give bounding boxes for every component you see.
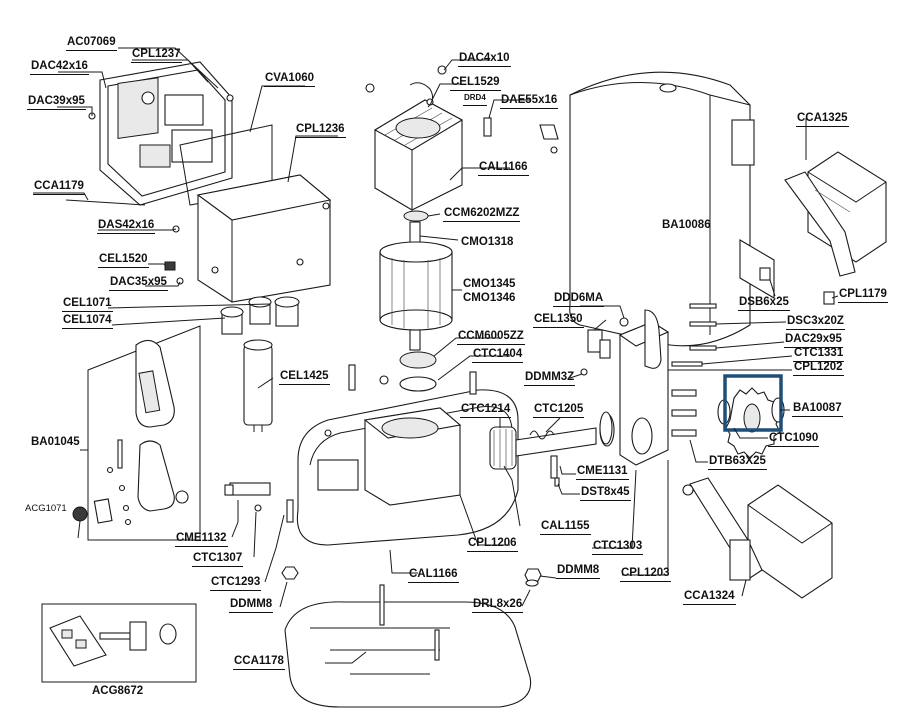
acg8672-frame — [41, 603, 197, 683]
label-dac29x95: DAC29x95 — [784, 333, 843, 348]
label-cpl1202: CPL1202 — [793, 361, 844, 376]
label-cca1325: CCA1325 — [796, 112, 849, 127]
label-acg1071: ACG1071 — [25, 503, 67, 514]
release-kit-frame — [87, 325, 201, 541]
label-ac07069: AC07069 — [66, 36, 117, 51]
label-cmo1318: CMO1318 — [461, 236, 514, 248]
cable-glands[interactable] — [220, 296, 300, 335]
label-dst8x45: DST8x45 — [580, 486, 631, 501]
label-cel1074: CEL1074 — [62, 314, 113, 329]
label-dsb6x25: DSB6x25 — [738, 296, 790, 311]
label-cal1166-bottom: CAL1166 — [408, 568, 459, 583]
label-cmo1346: CMO1346 — [463, 292, 516, 304]
label-ba01045: BA01045 — [31, 436, 80, 448]
washer-ctc1303[interactable] — [599, 411, 613, 445]
lid-cpl1236[interactable] — [196, 174, 332, 303]
label-dac35x95: DAC35x95 — [109, 276, 168, 291]
control-box-ac07069[interactable] — [65, 61, 233, 206]
capacitor-cel1425[interactable] — [243, 339, 273, 432]
pinion-gear-ba10087[interactable] — [725, 387, 781, 459]
label-drl8x26: DRL8x26 — [472, 598, 524, 613]
label-ba10087: BA10087 — [792, 402, 843, 417]
label-cca1178: CCA1178 — [233, 655, 285, 670]
lever-acg8672[interactable] — [49, 615, 177, 667]
label-cca1324: CCA1324 — [683, 590, 736, 605]
motor-stator-cal1166[interactable] — [373, 99, 464, 211]
label-ctc1214: CTC1214 — [460, 403, 512, 418]
bearing-ccm6005zz[interactable] — [399, 351, 437, 369]
base-plate-cca1178[interactable] — [284, 584, 532, 708]
bearing-ccm6202mzz[interactable] — [403, 210, 429, 222]
label-ccm6202mzz: CCM6202MZZ — [443, 207, 521, 222]
rack-cca1325[interactable] — [784, 151, 887, 277]
key-acg1071[interactable] — [72, 506, 88, 539]
label-cel1520: CEL1520 — [98, 253, 149, 268]
label-ctc1331: CTC1331 — [793, 347, 845, 362]
label-ctc1307: CTC1307 — [192, 552, 244, 567]
label-ddd6ma: DDD6MA — [553, 292, 605, 307]
label-dae55x16: DAE55x16 — [500, 94, 559, 109]
label-dac4x10: DAC4x10 — [458, 52, 511, 67]
rotor-cmo1345[interactable] — [379, 221, 453, 351]
cover-ba10086[interactable] — [569, 71, 775, 347]
label-cva1060: CVA1060 — [264, 72, 316, 87]
label-drd4: DRD4 — [463, 91, 487, 106]
label-cme1131: CME1131 — [576, 465, 629, 480]
label-ctc1205: CTC1205 — [533, 403, 585, 418]
bracket-cpl1203[interactable] — [618, 309, 670, 466]
label-cpl1203: CPL1203 — [620, 567, 671, 582]
label-cel1425: CEL1425 — [279, 370, 330, 385]
label-dac39x95: DAC39x95 — [27, 95, 86, 110]
rack-cca1324[interactable] — [682, 477, 833, 599]
label-cca1179: CCA1179 — [33, 180, 85, 195]
label-cpl1237: CPL1237 — [131, 48, 182, 63]
label-cpl1236: CPL1236 — [295, 123, 346, 138]
label-ccm6005zz: CCM6005ZZ — [457, 330, 525, 345]
label-cal1166-top: CAL1166 — [478, 161, 529, 176]
release-kit-ba01045[interactable] — [93, 339, 189, 526]
label-cal1155: CAL1155 — [540, 520, 591, 535]
label-ddmm3z: DDMM3Z — [524, 371, 576, 386]
highlight-box — [723, 374, 783, 432]
label-dsc3x20z: DSC3x20Z — [786, 315, 845, 330]
label-dac42x16: DAC42x16 — [30, 60, 89, 75]
label-ba10086: BA10086 — [662, 219, 711, 231]
washer-ctc1404[interactable] — [399, 376, 437, 392]
label-cpl1206: CPL1206 — [467, 537, 518, 552]
label-cel1350: CEL1350 — [533, 313, 584, 328]
label-cpl1179: CPL1179 — [838, 288, 888, 303]
label-ddmm8-left: DDMM8 — [229, 598, 274, 613]
label-cel1071: CEL1071 — [62, 297, 113, 312]
label-cel1529: CEL1529 — [450, 76, 501, 91]
label-dtb63x25: DTB63X25 — [708, 455, 767, 470]
label-cmo1345: CMO1345 — [463, 278, 516, 290]
label-ctc1303: CTC1303 — [592, 540, 644, 555]
label-ctc1090: CTC1090 — [768, 432, 820, 447]
gearbox-base[interactable] — [296, 389, 519, 546]
label-cme1132: CME1132 — [175, 532, 228, 547]
label-ddmm8-mid: DDMM8 — [556, 564, 601, 579]
connector-cel1350[interactable] — [587, 329, 611, 359]
label-das42x16: DAS42x16 — [97, 219, 156, 234]
label-ctc1404: CTC1404 — [472, 348, 524, 363]
label-acg8672: ACG8672 — [92, 685, 144, 697]
label-ctc1293: CTC1293 — [210, 576, 262, 591]
